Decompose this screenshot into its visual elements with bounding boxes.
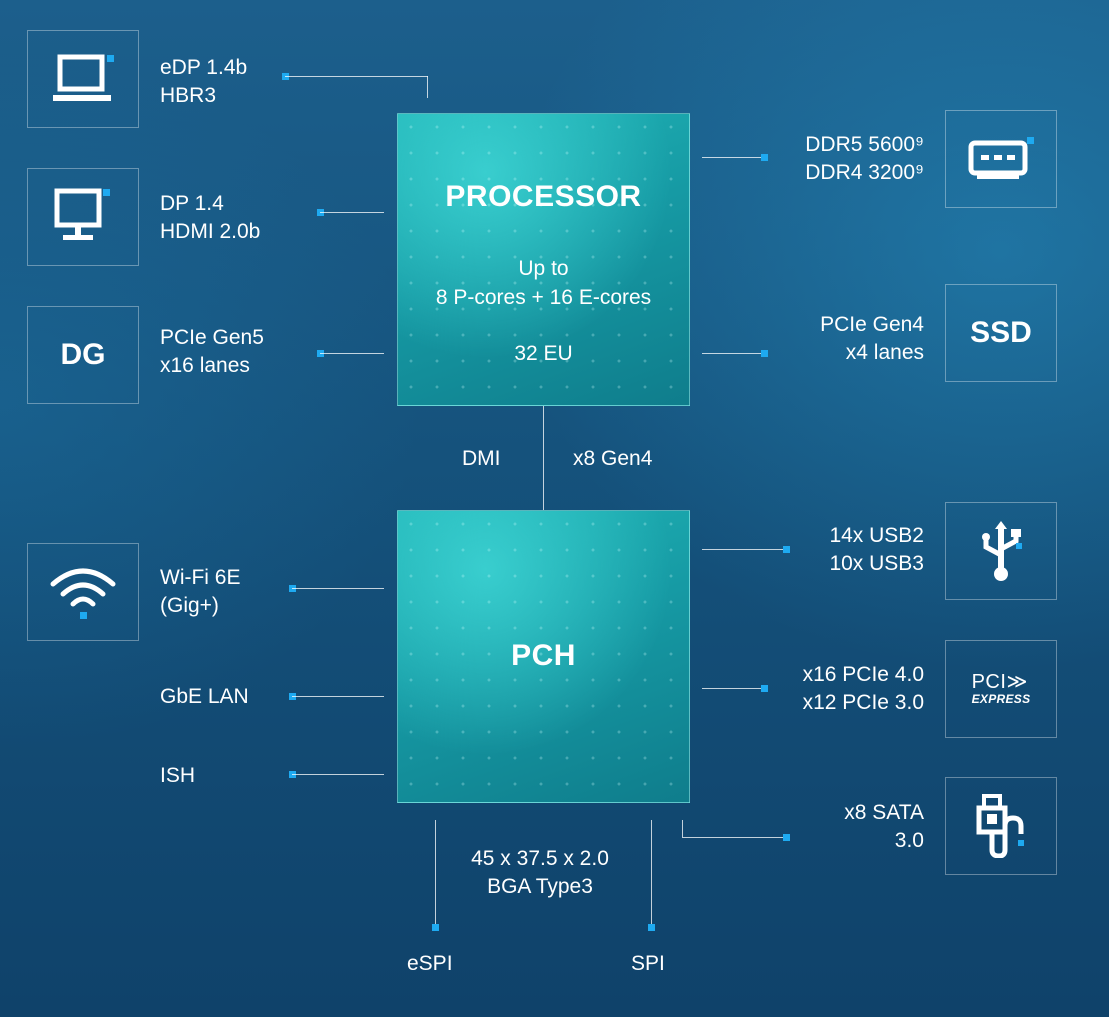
pcie-line <box>702 688 764 689</box>
memory-icon <box>968 137 1034 179</box>
wifi-line <box>292 588 384 589</box>
ish-label: ISH <box>160 764 196 787</box>
usb-icon <box>982 521 1022 581</box>
ssd-box: SSD <box>945 284 1057 382</box>
usb-box <box>945 502 1057 600</box>
lan-label: GbE LAN <box>160 685 249 708</box>
dg-line <box>320 353 384 354</box>
pcie-box: PCI≫ EXPRESS <box>945 640 1057 738</box>
spi-line <box>651 820 652 928</box>
dmi-link-line <box>543 406 544 510</box>
sata-line-vertical <box>682 820 683 837</box>
dg-tag: DG <box>60 338 106 371</box>
sata-label: x8 SATA 3.0 <box>844 801 924 852</box>
pci-express-logo: PCI≫ EXPRESS <box>971 671 1031 706</box>
ddr-label: DDR5 5600⁹ DDR4 3200⁹ <box>805 133 924 184</box>
dp-line <box>320 212 384 213</box>
processor-cores-line1: Up to <box>518 257 569 280</box>
pch-chip: PCH <box>397 510 690 803</box>
pcie-connector <box>761 685 768 692</box>
wifi-label: Wi-Fi 6E (Gig+) <box>160 566 241 617</box>
processor-eu: 32 EU <box>514 342 573 365</box>
processor-chip: PROCESSOR Up to 8 P-cores + 16 E-cores 3… <box>397 113 690 406</box>
pci-chevron-icon: ≫ <box>1006 671 1028 693</box>
ssd-tag: SSD <box>970 316 1032 349</box>
laptop-icon <box>53 54 114 101</box>
lan-line <box>292 696 384 697</box>
pcie-label: x16 PCIe 4.0 x12 PCIe 3.0 <box>802 663 924 714</box>
ssd-connector <box>761 350 768 357</box>
dg-box: DG <box>27 306 139 404</box>
usb-line <box>702 549 786 550</box>
ish-line <box>292 774 384 775</box>
dmi-gen-label: x8 Gen4 <box>573 447 653 470</box>
espi-label: eSPI <box>407 952 453 975</box>
sata-line <box>682 837 786 838</box>
dmi-label: DMI <box>462 447 501 470</box>
ssd-label: PCIe Gen4 x4 lanes <box>820 313 924 364</box>
dp-box <box>27 168 139 266</box>
ddr-connector <box>761 154 768 161</box>
usb-connector <box>783 546 790 553</box>
pch-title: PCH <box>511 639 576 672</box>
edp-line <box>285 76 428 77</box>
edp-box <box>27 30 139 128</box>
sata-box <box>945 777 1057 875</box>
spi-label: SPI <box>631 952 665 975</box>
spi-connector <box>648 924 655 931</box>
sata-connector <box>783 834 790 841</box>
monitor-icon <box>54 188 110 240</box>
ssd-line <box>702 353 764 354</box>
sata-icon <box>976 794 1024 858</box>
processor-cores-line2: 8 P-cores + 16 E-cores <box>435 286 652 309</box>
ddr-line <box>702 157 764 158</box>
espi-connector <box>432 924 439 931</box>
edp-label: eDP 1.4b HBR3 <box>160 56 248 107</box>
package-dimensions: 45 x 37.5 x 2.0 BGA Type3 <box>471 847 609 898</box>
wifi-icon <box>50 568 116 619</box>
wifi-box <box>27 543 139 641</box>
dp-label: DP 1.4 HDMI 2.0b <box>160 192 261 243</box>
processor-title: PROCESSOR <box>445 180 642 213</box>
espi-line <box>435 820 436 928</box>
usb-label: 14x USB2 10x USB3 <box>829 524 924 575</box>
ddr-box <box>945 110 1057 208</box>
dg-label: PCIe Gen5 x16 lanes <box>160 326 264 377</box>
